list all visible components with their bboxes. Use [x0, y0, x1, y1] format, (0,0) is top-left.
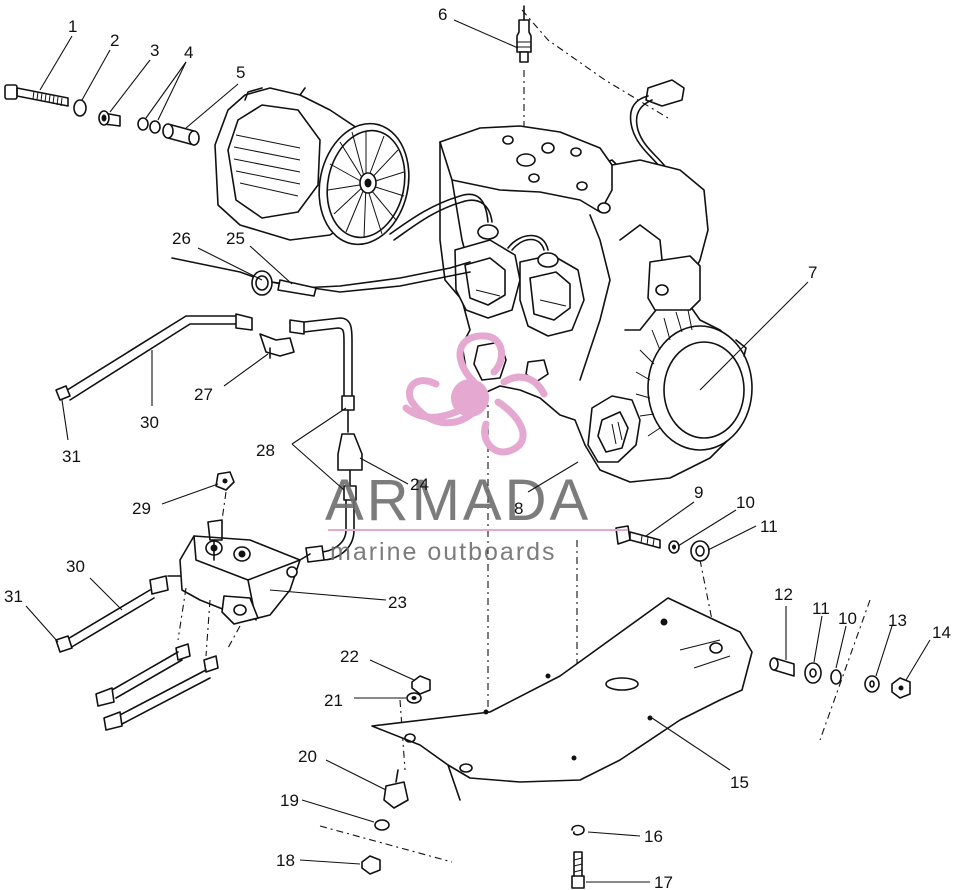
- callout-25: 25: [226, 229, 245, 248]
- armada-logo: [402, 332, 548, 456]
- drive-clutch: [214, 87, 410, 246]
- callout-20: 20: [298, 747, 317, 766]
- fuel-hoses-lower: [55, 575, 219, 731]
- carburetors: [454, 224, 585, 383]
- clutch-o-ring: [149, 120, 161, 134]
- callout-29: 29: [132, 499, 151, 518]
- spark-plug: [516, 5, 532, 63]
- fuel-lines: [389, 193, 549, 251]
- callout-27: 27: [194, 385, 213, 404]
- callout-21: 21: [324, 691, 343, 710]
- callout-7: 7: [808, 263, 817, 282]
- callout-19: 19: [280, 791, 299, 810]
- callout-28: 28: [256, 441, 275, 460]
- clutch-washer: [73, 99, 87, 117]
- callout-3: 3: [150, 41, 159, 60]
- callout-17: 17: [654, 873, 673, 890]
- callout-31b: 31: [4, 587, 23, 606]
- starter-handle: [587, 395, 641, 463]
- watermark-brand: ARMADA: [325, 468, 591, 533]
- clutch-sleeve: [162, 123, 200, 146]
- callout-18: 18: [276, 851, 295, 870]
- callout-6: 6: [438, 5, 447, 24]
- callout-2: 2: [110, 31, 119, 50]
- callout-26: 26: [172, 229, 191, 248]
- mount-bolt-assembly: [615, 525, 710, 562]
- rear-mount-hardware: [769, 657, 911, 699]
- callout-1: 1: [68, 17, 77, 36]
- front-mount-hardware: [361, 675, 585, 889]
- engine-mount-plate: [371, 597, 753, 801]
- callout-8: 8: [514, 499, 523, 518]
- callout-12: 12: [774, 585, 793, 604]
- callout-30b: 30: [66, 557, 85, 576]
- clutch-bolt: [4, 84, 69, 107]
- engine-assembly: [389, 5, 753, 483]
- callout-30: 30: [140, 413, 159, 432]
- callout-9: 9: [694, 483, 703, 502]
- clutch-spacer: [98, 110, 121, 127]
- watermark-tagline: marine outboards: [330, 538, 557, 566]
- clutch-o-ring: [137, 117, 149, 131]
- callout-10b: 10: [838, 609, 857, 628]
- callout-11: 11: [760, 517, 778, 536]
- armada-logo-hub: [451, 379, 489, 417]
- callout-22: 22: [340, 647, 359, 666]
- callout-5: 5: [236, 63, 245, 82]
- throttle-cable: [171, 257, 471, 297]
- fuel-hoses-upper: [55, 313, 355, 411]
- callout-15: 15: [730, 773, 749, 792]
- callout-13: 13: [888, 611, 907, 630]
- callout-16: 16: [644, 827, 663, 846]
- callout-31: 31: [62, 447, 81, 466]
- callout-23: 23: [388, 593, 407, 612]
- fuel-pump: [167, 519, 311, 625]
- recoil-starter: [635, 309, 753, 451]
- callout-4: 4: [184, 43, 193, 62]
- callout-14: 14: [932, 623, 951, 642]
- callouts: 1 2 3 4 5 6 7 8 9 10 11 12: [4, 5, 951, 890]
- drive-clutch-assembly: [4, 84, 410, 246]
- armada-watermark: ARMADA marine outboards: [325, 332, 628, 566]
- callout-11b: 11: [812, 599, 830, 618]
- callout-10: 10: [736, 493, 755, 512]
- pump-nut: [215, 471, 235, 521]
- callout-24: 24: [410, 475, 429, 494]
